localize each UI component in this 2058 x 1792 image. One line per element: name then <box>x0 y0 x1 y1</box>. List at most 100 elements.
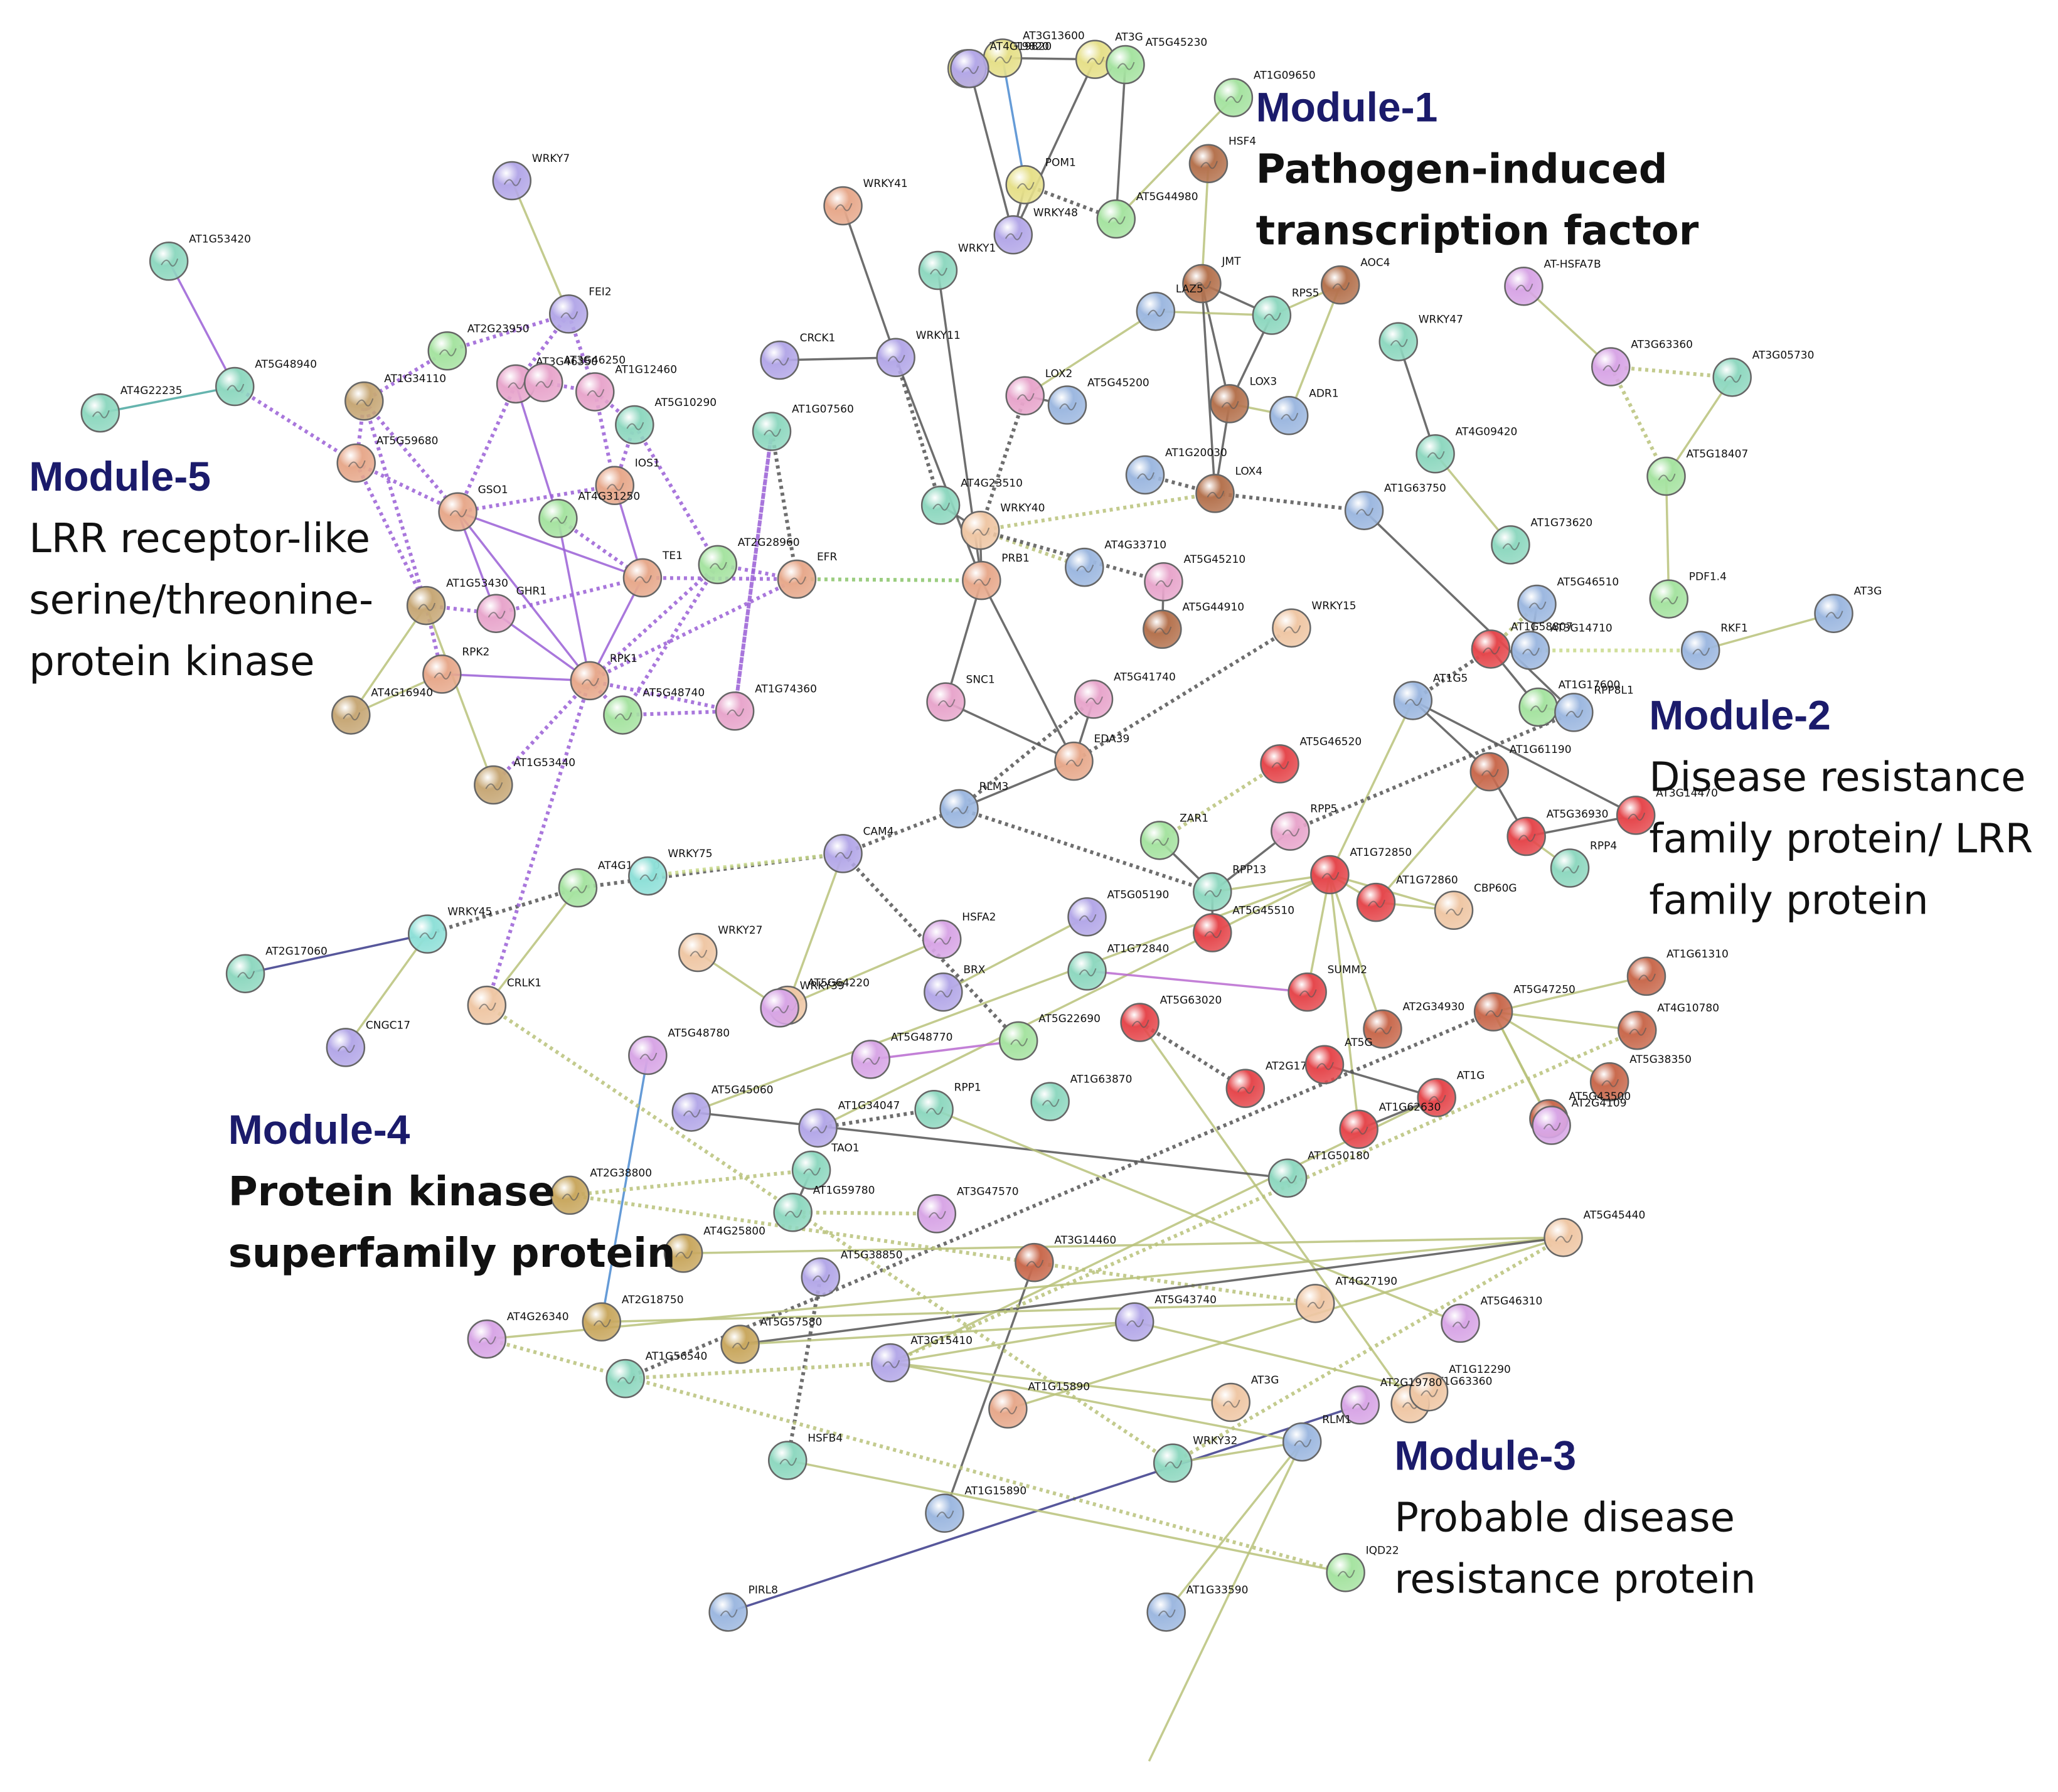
protein-node[interactable]: PIRL8 <box>708 1584 778 1632</box>
protein-node[interactable]: AT5G18407 <box>1646 448 1749 496</box>
protein-node[interactable]: AT5G48940 <box>215 358 317 407</box>
protein-node[interactable]: AT5G45510 <box>1193 905 1294 952</box>
protein-node[interactable]: AT5G63020 <box>1120 994 1222 1042</box>
protein-node[interactable]: AT5G59680 <box>336 435 439 483</box>
protein-node[interactable]: ZAR1 <box>1139 812 1208 860</box>
protein-node[interactable]: AT2G28960 <box>698 536 800 585</box>
protein-node[interactable]: AT3G63360 <box>1591 339 1693 387</box>
protein-node[interactable]: CBP60G <box>1434 882 1517 931</box>
protein-node[interactable]: AT5G10290 <box>615 397 717 445</box>
protein-node[interactable]: GSO1 <box>438 484 508 532</box>
protein-node[interactable]: AT5G48770 <box>851 1031 953 1079</box>
protein-node[interactable]: AT4G31250 <box>538 490 640 538</box>
protein-node[interactable]: AT5G45200 <box>1047 376 1149 425</box>
protein-node[interactable]: TE1 <box>622 550 683 598</box>
protein-node[interactable]: AT4G25800 <box>663 1225 765 1273</box>
protein-node[interactable]: RLM1 <box>1282 1414 1352 1462</box>
protein-node[interactable]: AT3G14710 <box>1510 622 1613 670</box>
protein-node[interactable]: RLM3 <box>939 781 1009 829</box>
protein-node[interactable]: AT5G45440 <box>1544 1209 1646 1257</box>
protein-node[interactable]: AT4G26340 <box>467 1311 569 1359</box>
protein-node[interactable]: AT2G17060 <box>225 946 328 993</box>
protein-node[interactable]: AT2G18750 <box>582 1294 684 1342</box>
protein-node[interactable]: WRKY41 <box>823 178 908 226</box>
protein-node[interactable]: PDF1.4 <box>1649 571 1727 619</box>
protein-node[interactable]: ADR1 <box>1269 387 1339 435</box>
protein-node[interactable]: AT4G09420 <box>1416 425 1518 474</box>
protein-node[interactable]: RPP13 <box>1193 863 1266 912</box>
protein-node[interactable]: AT5G48740 <box>603 687 705 735</box>
protein-node[interactable]: TAO1 <box>791 1142 860 1190</box>
protein-node[interactable]: WRKY15 <box>1272 600 1357 648</box>
protein-node[interactable]: AT1G53420 <box>149 233 251 281</box>
protein-node[interactable]: AT1G50180 <box>1267 1150 1370 1198</box>
protein-node[interactable]: WRKY75 <box>628 848 713 896</box>
protein-node[interactable]: AT1G <box>1417 1069 1485 1117</box>
protein-node[interactable]: RPS5 <box>1252 287 1320 335</box>
protein-node[interactable]: AT4G23510 <box>920 477 1023 525</box>
protein-node[interactable]: CNGC17 <box>326 1019 410 1067</box>
protein-node[interactable]: WRKY32 <box>1153 1435 1237 1483</box>
protein-node[interactable]: AT3G46250 <box>524 355 626 402</box>
protein-node[interactable]: AT3G47570 <box>917 1185 1019 1234</box>
protein-node[interactable]: AT1G56540 <box>605 1350 708 1399</box>
protein-node[interactable]: HSFB4 <box>767 1432 843 1480</box>
protein-node[interactable]: AT2G4109 <box>1532 1097 1627 1145</box>
protein-node[interactable]: AT1G58807 <box>1471 621 1573 669</box>
protein-node[interactable]: IQD22 <box>1326 1544 1399 1592</box>
protein-node[interactable]: AT5G36930 <box>1506 808 1609 856</box>
protein-node[interactable]: WRKY11 <box>876 329 961 378</box>
protein-node[interactable]: AT5G43740 <box>1114 1294 1217 1342</box>
protein-node[interactable]: AT5G46520 <box>1260 735 1362 784</box>
protein-node[interactable]: HSFA2 <box>922 911 996 959</box>
protein-node[interactable]: AT2G34930 <box>1363 1001 1464 1049</box>
protein-node[interactable]: AT3G <box>1814 585 1882 633</box>
protein-node[interactable]: AT1G63750 <box>1344 483 1446 530</box>
protein-node[interactable]: WRKY47 <box>1378 314 1463 361</box>
protein-node[interactable]: AT2G38800 <box>550 1167 652 1215</box>
protein-node[interactable]: AT1G5 <box>1393 672 1468 720</box>
protein-node[interactable]: AT5G57580 <box>720 1316 823 1364</box>
protein-node[interactable]: AT1G12460 <box>575 363 677 412</box>
protein-node[interactable]: AT1G72860 <box>1356 874 1458 922</box>
protein-node[interactable]: AT4G27190 <box>1296 1275 1397 1323</box>
protein-node[interactable]: RPP1 <box>914 1081 981 1129</box>
protein-node[interactable]: AT3G46350 <box>496 356 598 404</box>
protein-node[interactable]: RPK2 <box>422 646 489 694</box>
protein-node[interactable]: AT1G62630 <box>1339 1101 1441 1149</box>
protein-node[interactable]: AT5G41740 <box>1074 671 1176 719</box>
protein-node[interactable]: CRLK1 <box>467 977 541 1025</box>
protein-node[interactable]: SUMM2 <box>1288 964 1367 1012</box>
protein-node[interactable]: AT-HSFA7B <box>1504 258 1601 306</box>
protein-node[interactable]: WRKY1 <box>918 242 996 291</box>
protein-node[interactable]: AT1G15890 <box>988 1381 1090 1429</box>
protein-node[interactable]: AT5G22690 <box>998 1013 1101 1061</box>
protein-node[interactable]: AT4G16940 <box>331 687 433 735</box>
protein-node[interactable]: AT4G19820 <box>950 40 1052 88</box>
protein-node[interactable]: AT3G <box>1211 1374 1279 1422</box>
protein-node[interactable]: WRKY39 <box>760 979 845 1028</box>
protein-node[interactable]: BRX <box>924 964 986 1012</box>
protein-node[interactable]: AT4G22235 <box>80 385 183 433</box>
protein-node[interactable]: AT1G33590 <box>1146 1584 1249 1632</box>
protein-node[interactable]: AT5G45060 <box>671 1084 774 1132</box>
protein-node[interactable]: LAZ5 <box>1136 283 1203 331</box>
protein-node[interactable]: AT3G13600 <box>983 30 1085 78</box>
protein-node[interactable]: EDA39 <box>1054 733 1129 781</box>
protein-node[interactable]: AT1G20030 <box>1125 447 1227 495</box>
protein-node[interactable]: AT1G09650 <box>1213 70 1316 117</box>
protein-node[interactable]: LOX4 <box>1195 465 1262 513</box>
protein-node[interactable]: CAM4 <box>823 825 894 873</box>
protein-node[interactable]: AT1G74360 <box>715 683 817 731</box>
protein-node[interactable]: AT3G05730 <box>1712 349 1815 397</box>
protein-node[interactable]: AT1G53440 <box>474 757 575 805</box>
protein-node[interactable]: WRKY45 <box>407 906 492 954</box>
protein-node[interactable]: AT5G46510 <box>1517 576 1619 624</box>
protein-node[interactable]: AT4G10780 <box>1618 1002 1719 1050</box>
protein-node[interactable]: AT5G45210 <box>1144 553 1245 602</box>
protein-node[interactable]: SNC1 <box>926 674 995 722</box>
protein-node[interactable]: AT5G44910 <box>1143 601 1244 649</box>
protein-node[interactable]: JMT <box>1182 255 1241 304</box>
protein-node[interactable]: AT1G61190 <box>1469 744 1572 792</box>
protein-node[interactable]: AT5G05190 <box>1067 888 1170 937</box>
